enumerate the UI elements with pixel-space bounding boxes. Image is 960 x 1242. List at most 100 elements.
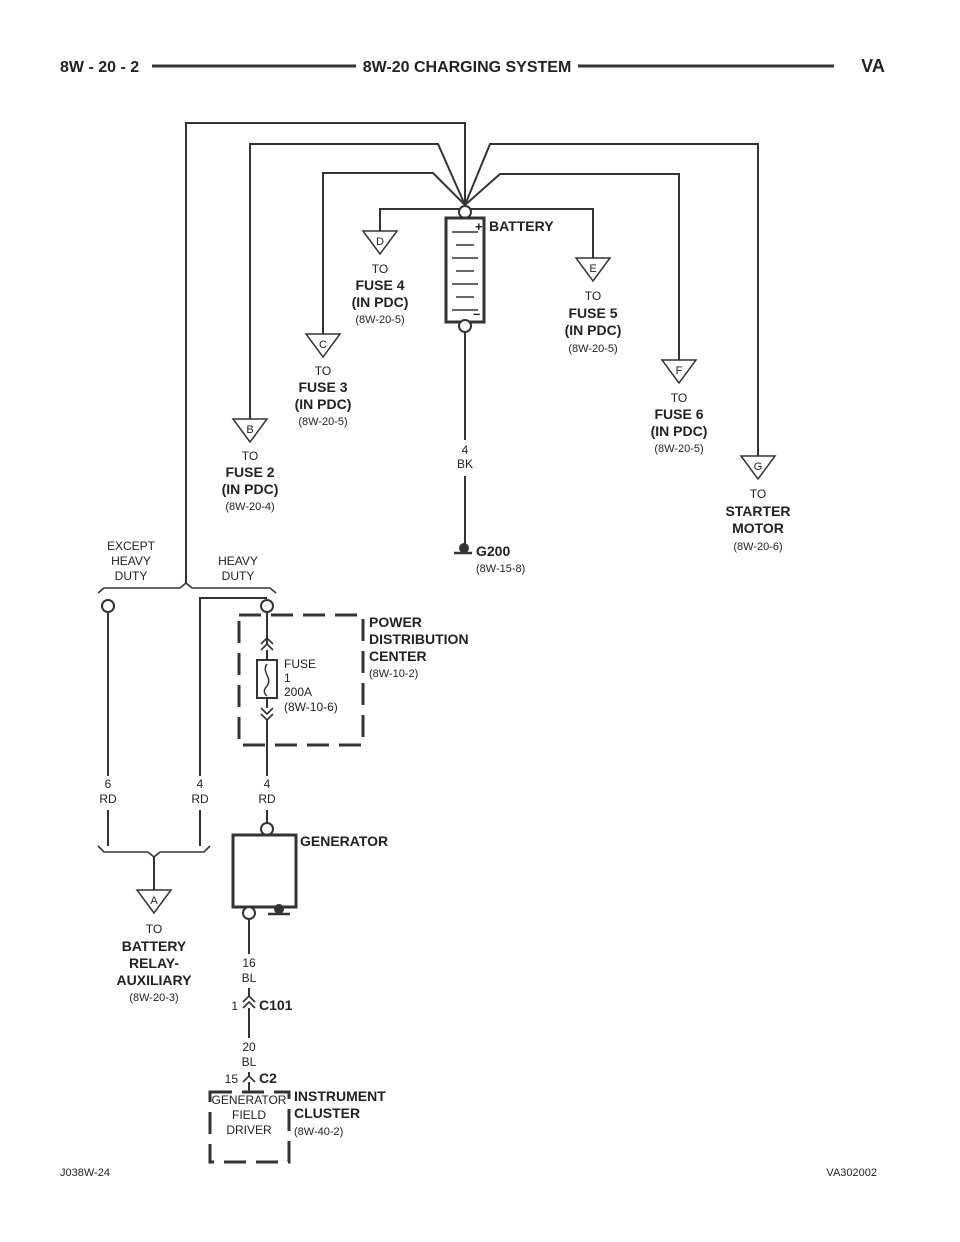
cluster-inner-3: DRIVER	[226, 1123, 272, 1137]
connector-a-to: TO	[146, 922, 162, 936]
wire-gauge-cluster-field: 20	[242, 1040, 256, 1054]
wire-gauge-battery-ground: 4	[462, 443, 469, 457]
wire-color-except-hd: RD	[99, 792, 117, 806]
instrument-cluster: GENERATOR FIELD DRIVER INSTRUMENT CLUSTE…	[208, 1088, 386, 1164]
connector-g-to: TO	[750, 487, 766, 501]
connector-a-name-3: AUXILIARY	[117, 972, 193, 988]
connector-a: A TO BATTERY RELAY- AUXILIARY (8W-20-3)	[117, 889, 193, 1004]
connector-e-letter: E	[589, 263, 596, 275]
connector-a-ref: (8W-20-3)	[129, 992, 178, 1004]
wire-gauge-gen-field: 16	[242, 956, 256, 970]
wire-color-cluster-field: BL	[242, 1055, 257, 1069]
connector-c-to: TO	[315, 364, 331, 378]
fuse-label-4: (8W-10-6)	[284, 700, 338, 714]
connector-b-to: TO	[242, 449, 258, 463]
connector-c2: 15 C2	[225, 1070, 277, 1086]
wire-color-gen-field: BL	[242, 971, 257, 985]
connector-b-name-2: (IN PDC)	[222, 481, 279, 497]
connector-f-name-1: FUSE 6	[654, 406, 703, 422]
wire-gauge-heavy-duty: 4	[197, 777, 204, 791]
connector-f-name-2: (IN PDC)	[651, 423, 708, 439]
connector-f-letter: F	[676, 365, 683, 377]
connector-b-ref: (8W-20-4)	[225, 501, 274, 513]
footer-drawing-id: J038W-24	[60, 1167, 110, 1179]
connector-a-name-1: BATTERY	[122, 938, 187, 954]
connector-d-to: TO	[372, 262, 388, 276]
option-except-line-1: EXCEPT	[107, 539, 156, 553]
connector-e-name-1: FUSE 5	[568, 305, 617, 321]
connector-b-letter: B	[246, 424, 253, 436]
generator-label: GENERATOR	[300, 833, 388, 849]
option-heavy-duty: HEAVY DUTY	[218, 554, 258, 583]
connector-c-ref: (8W-20-5)	[298, 416, 347, 428]
power-distribution-center: FUSE 1 200A (8W-10-6) POWER DISTRIBUTION…	[237, 599, 469, 776]
connector-d: D TO FUSE 4 (IN PDC) (8W-20-5)	[352, 230, 409, 326]
cluster-inner-2: FIELD	[232, 1108, 266, 1122]
header-title: 8W-20 CHARGING SYSTEM	[363, 59, 572, 76]
battery-positive-sign: +	[475, 219, 483, 234]
connector-c101: 1 C101	[231, 994, 293, 1013]
footer-figure-id: VA302002	[826, 1167, 877, 1179]
connector-g-name-1: STARTER	[725, 503, 790, 519]
battery-negative-sign: –	[473, 306, 480, 321]
pdc-title-3: CENTER	[369, 648, 427, 664]
connector-a-name-2: RELAY-	[129, 955, 179, 971]
header-model: VA	[861, 56, 885, 76]
ground-ref: (8W-15-8)	[476, 563, 525, 575]
c101-pin: 1	[231, 999, 238, 1013]
option-except-line-2: HEAVY	[111, 554, 151, 568]
fuse-symbol	[256, 659, 278, 699]
connector-e-to: TO	[585, 289, 601, 303]
connector-b: B TO FUSE 2 (IN PDC) (8W-20-4)	[222, 418, 279, 513]
c2-label: C2	[259, 1070, 277, 1086]
pdc-title-2: DISTRIBUTION	[369, 631, 469, 647]
pdc-ref: (8W-10-2)	[369, 668, 418, 680]
connector-e-name-2: (IN PDC)	[565, 322, 622, 338]
option-heavy-line-1: HEAVY	[218, 554, 258, 568]
cluster-ref: (8W-40-2)	[294, 1126, 343, 1138]
connector-d-letter: D	[376, 236, 384, 248]
cluster-title-2: CLUSTER	[294, 1105, 360, 1121]
wire-gauge-pdc-out: 4	[264, 777, 271, 791]
option-except-line-3: DUTY	[115, 569, 148, 583]
connector-e: E TO FUSE 5 (IN PDC) (8W-20-5)	[565, 257, 622, 355]
connector-c: C TO FUSE 3 (IN PDC) (8W-20-5)	[295, 333, 352, 428]
connector-e-ref: (8W-20-5)	[568, 343, 617, 355]
fuse-label-1: FUSE	[284, 657, 316, 671]
battery-label: BATTERY	[489, 218, 554, 234]
battery: + – BATTERY	[444, 205, 554, 333]
connector-f: F TO FUSE 6 (IN PDC) (8W-20-5)	[651, 359, 708, 455]
connector-g-letter: G	[754, 461, 763, 473]
connector-c-name-2: (IN PDC)	[295, 396, 352, 412]
fuse-label-2: 1	[284, 671, 291, 685]
option-heavy-line-2: DUTY	[222, 569, 255, 583]
connector-g: G TO STARTER MOTOR (8W-20-6)	[725, 455, 791, 553]
c2-pin: 15	[225, 1072, 239, 1086]
connector-d-name-1: FUSE 4	[355, 277, 404, 293]
wire-color-battery-ground: BK	[457, 457, 473, 471]
c101-label: C101	[259, 997, 293, 1013]
wire-color-pdc-out: RD	[258, 792, 276, 806]
connector-f-to: TO	[671, 391, 687, 405]
header-page-number: 8W - 20 - 2	[60, 59, 139, 76]
cluster-title-1: INSTRUMENT	[294, 1088, 386, 1104]
connector-a-letter: A	[150, 895, 158, 907]
ground-label: G200	[476, 543, 510, 559]
generator: GENERATOR	[231, 822, 388, 920]
connector-d-ref: (8W-20-5)	[355, 314, 404, 326]
page-header: 8W - 20 - 2 8W-20 CHARGING SYSTEM VA	[60, 56, 885, 76]
connector-f-ref: (8W-20-5)	[654, 443, 703, 455]
connector-g-name-2: MOTOR	[732, 520, 784, 536]
connector-b-name-1: FUSE 2	[225, 464, 274, 480]
connector-d-name-2: (IN PDC)	[352, 294, 409, 310]
wire-gauge-except-hd: 6	[105, 777, 112, 791]
pdc-title-1: POWER	[369, 614, 422, 630]
cluster-inner-1: GENERATOR	[212, 1093, 287, 1107]
connector-c-letter: C	[319, 339, 327, 351]
ground-g200: G200 (8W-15-8)	[454, 543, 525, 575]
connector-g-ref: (8W-20-6)	[733, 541, 782, 553]
battery-positive-wires	[185, 122, 759, 583]
option-except-heavy-duty: EXCEPT HEAVY DUTY	[107, 539, 156, 583]
wire-color-heavy-duty: RD	[191, 792, 209, 806]
